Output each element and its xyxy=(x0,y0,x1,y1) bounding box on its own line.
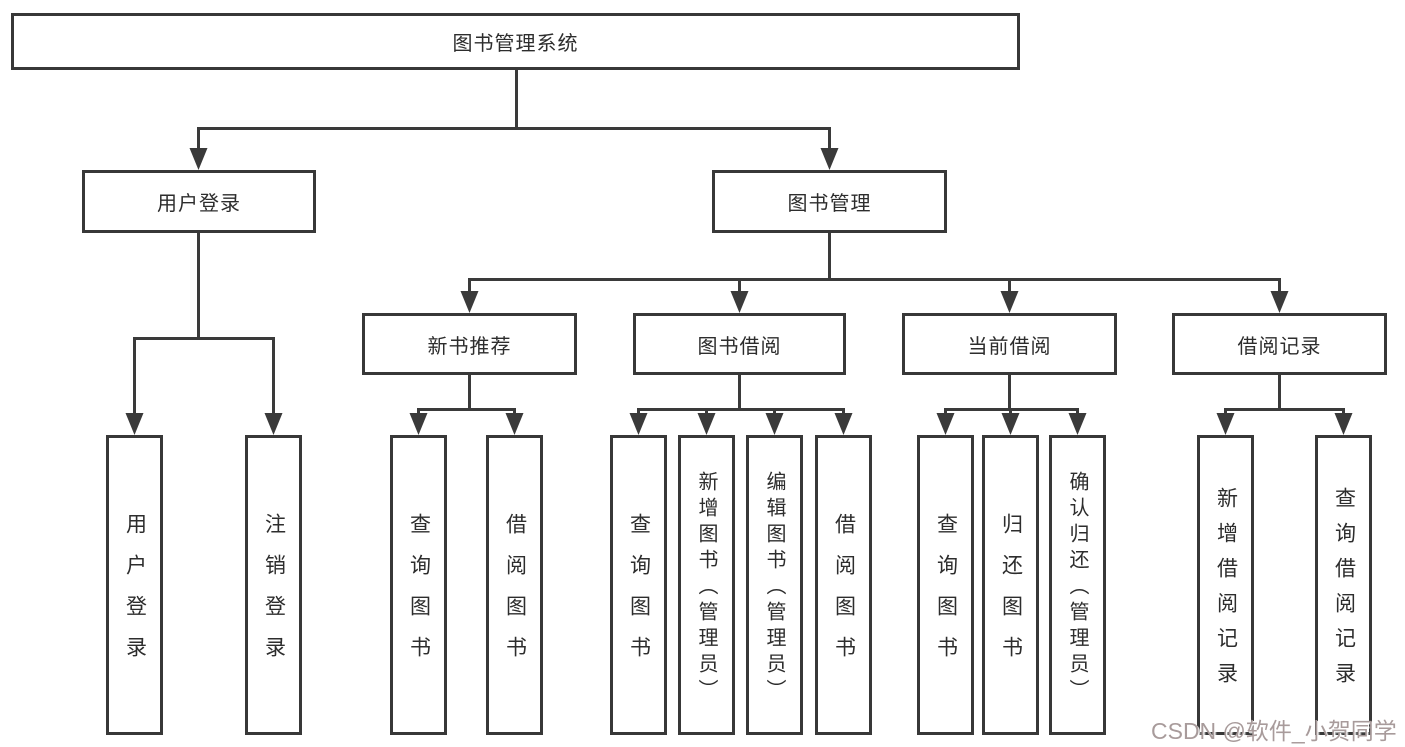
node-library-system-label: 图书管理系统 xyxy=(452,33,579,55)
node-book-borrowing-label: 图书借阅 xyxy=(697,335,782,358)
csdn-watermark: CSDN @软件_小贺同学 xyxy=(1151,718,1397,744)
leaf-borrowing-edit-books-admin-label: 编辑图书（管理员） xyxy=(763,471,785,705)
leaf-borrowing-query-books-label: 查询图书 xyxy=(627,513,651,677)
leaf-recommend-borrow-books: 借阅图书 xyxy=(486,435,543,735)
node-borrow-records: 借阅记录 xyxy=(1172,313,1387,375)
leaf-current-return-books: 归还图书 xyxy=(982,435,1039,735)
leaf-recommend-query-books-label: 查询图书 xyxy=(407,513,431,677)
leaf-records-query-record-label: 查询借阅记录 xyxy=(1332,487,1356,697)
node-new-book-recommend: 新书推荐 xyxy=(362,313,577,375)
leaf-current-query-books-label: 查询图书 xyxy=(934,513,958,677)
leaf-records-add-record: 新增借阅记录 xyxy=(1197,435,1254,735)
node-book-management-label: 图书管理 xyxy=(787,193,872,215)
leaf-logout-label: 注销登录 xyxy=(262,513,286,677)
leaf-borrowing-add-books-admin: 新增图书（管理员） xyxy=(678,435,735,735)
leaf-logout: 注销登录 xyxy=(245,435,302,735)
leaf-records-add-record-label: 新增借阅记录 xyxy=(1214,487,1238,697)
leaf-current-confirm-return-admin: 确认归还（管理员） xyxy=(1049,435,1106,735)
node-book-management: 图书管理 xyxy=(712,170,947,233)
leaf-user-login-label: 用户登录 xyxy=(123,513,147,677)
node-borrow-records-label: 借阅记录 xyxy=(1237,335,1322,358)
leaf-borrowing-borrow-books: 借阅图书 xyxy=(815,435,872,735)
leaf-recommend-borrow-books-label: 借阅图书 xyxy=(503,513,527,677)
leaf-records-query-record: 查询借阅记录 xyxy=(1315,435,1372,735)
node-library-system: 图书管理系统 xyxy=(11,13,1020,70)
node-current-borrowing-label: 当前借阅 xyxy=(967,335,1052,358)
leaf-borrowing-borrow-books-label: 借阅图书 xyxy=(832,513,856,677)
node-user-login-label: 用户登录 xyxy=(157,193,241,215)
leaf-borrowing-edit-books-admin: 编辑图书（管理员） xyxy=(746,435,803,735)
leaf-borrowing-query-books: 查询图书 xyxy=(610,435,667,735)
node-current-borrowing: 当前借阅 xyxy=(902,313,1117,375)
leaf-current-confirm-return-admin-label: 确认归还（管理员） xyxy=(1066,471,1088,705)
node-new-book-recommend-label: 新书推荐 xyxy=(427,335,512,358)
leaf-borrowing-add-books-admin-label: 新增图书（管理员） xyxy=(695,471,717,705)
leaf-current-query-books: 查询图书 xyxy=(917,435,974,735)
leaf-recommend-query-books: 查询图书 xyxy=(390,435,447,735)
leaf-user-login: 用户登录 xyxy=(106,435,163,735)
node-user-login: 用户登录 xyxy=(82,170,316,233)
leaf-current-return-books-label: 归还图书 xyxy=(999,513,1023,677)
node-book-borrowing: 图书借阅 xyxy=(633,313,846,375)
